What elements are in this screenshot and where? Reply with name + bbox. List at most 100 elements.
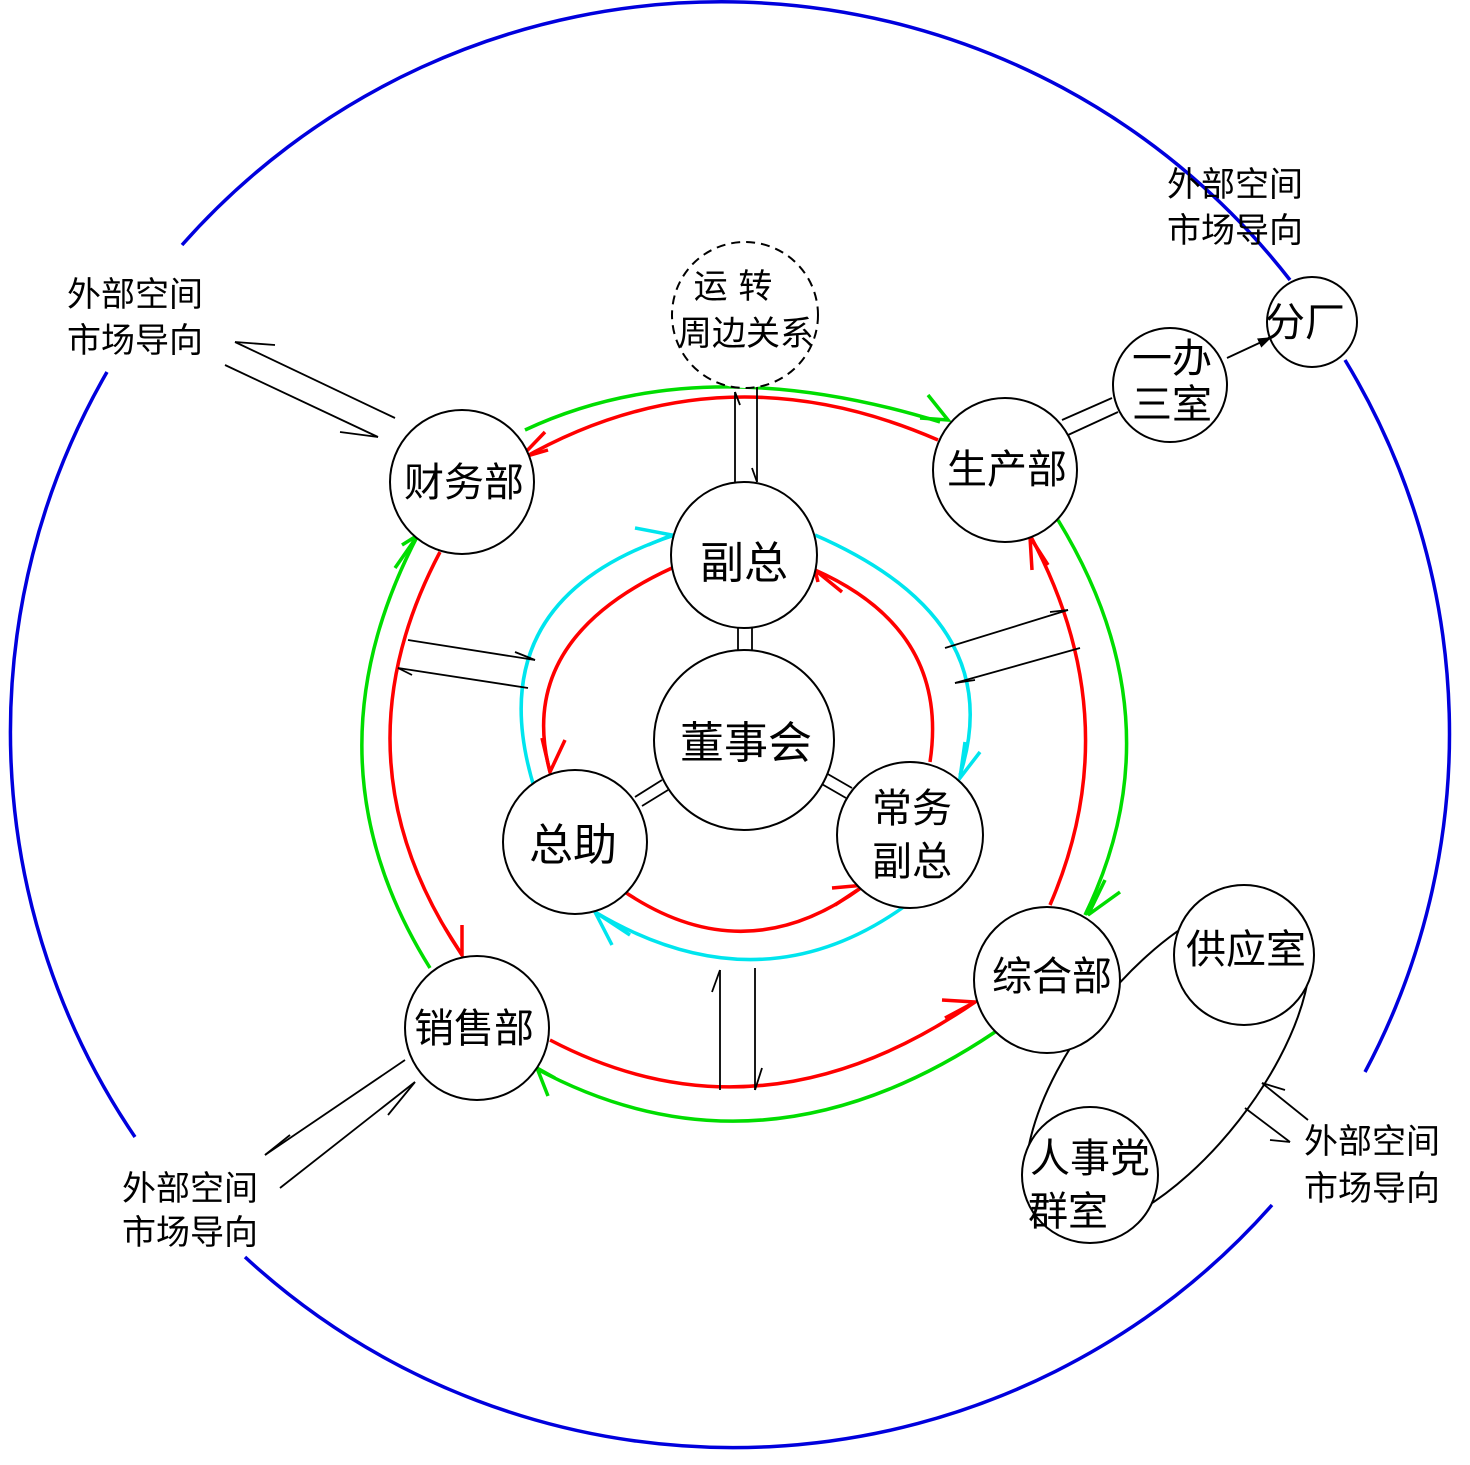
arrowhead-red-left: [443, 925, 464, 962]
connector-ops-vice-a-head: [734, 391, 741, 406]
external-top-right: 外部空间 市场导向: [1167, 165, 1303, 251]
node-finance-label: 财务部: [404, 460, 524, 506]
external-top-left-line1: 外部空间: [67, 275, 203, 315]
connector-left-b: [397, 667, 529, 689]
node-operations-line1: 运 转: [694, 267, 773, 307]
node-gm-assistant[interactable]: 总助: [502, 769, 648, 915]
node-finance[interactable]: 财务部: [389, 409, 535, 555]
connector-office-branch: [1226, 337, 1272, 359]
arrowhead-green-bottom: [533, 1064, 556, 1097]
connector-prod-office-a: [1061, 397, 1113, 421]
node-branch-circle: [1266, 276, 1358, 368]
node-office[interactable]: 一办 三室: [1112, 327, 1228, 443]
connector-bottom-a-head: [711, 969, 721, 993]
node-hr-party[interactable]: 人事党 群室: [1021, 1106, 1159, 1244]
node-operations-circle: [671, 241, 819, 389]
connector-board-exec-b: [819, 782, 847, 799]
external-top-left-line2: 市场导向: [67, 321, 203, 361]
node-office-line2: 三室: [1132, 382, 1212, 428]
flow-red-left: [388, 551, 464, 956]
flow-green-bottom: [534, 1030, 996, 1123]
external-bottom-right-line1: 外部空间: [1304, 1122, 1440, 1162]
node-production-label: 生产部: [947, 447, 1067, 493]
node-general[interactable]: 综合部: [973, 906, 1121, 1054]
node-board[interactable]: 董事会: [653, 649, 835, 831]
connector-right-a-head: [1049, 609, 1069, 613]
node-board-label: 董事会: [680, 718, 812, 769]
node-branch-label: 分厂: [1265, 300, 1345, 346]
outer-ring-arc-left: [8, 371, 137, 1138]
arrowhead-cyan-right: [957, 741, 982, 785]
external-bottom-left: 外部空间 市场导向: [122, 1169, 258, 1253]
connector-left-b-head: [397, 667, 413, 676]
external-top-left: 外部空间 市场导向: [67, 275, 203, 361]
node-exec-vice-gm-line1: 常务: [872, 786, 952, 832]
node-sales-label: 销售部: [414, 1006, 534, 1052]
connector-left-a-head: [514, 651, 536, 661]
node-board-circle: [653, 649, 835, 831]
node-supply[interactable]: 供应室: [1173, 884, 1315, 1026]
connector-sales-ext-a-head: [264, 1134, 291, 1156]
node-finance-circle: [389, 409, 535, 555]
arrowhead-red-bottom: [941, 998, 982, 1020]
flow-cyan-left: [519, 533, 676, 791]
flow-green-left: [360, 534, 432, 969]
node-office-circle: [1112, 327, 1228, 443]
node-hr-party-circle: [1021, 1106, 1159, 1244]
external-bottom-right: 外部空间 市场导向: [1304, 1122, 1440, 1209]
connector-board-exec-a: [825, 772, 853, 789]
node-supply-label: 供应室: [1186, 927, 1306, 973]
node-gm-assistant-circle: [502, 769, 648, 915]
connector-board-assist-b: [641, 789, 669, 807]
connector-ops-vice-b-head: [751, 467, 758, 483]
connector-ext-tl-a-head: [234, 341, 276, 346]
connector-sales-ext-b-head: [387, 1081, 416, 1116]
flow-red-inner-left: [541, 566, 673, 773]
connectors: [224, 337, 1309, 1189]
outer-ring-arc-right: [1343, 359, 1452, 1073]
flow-cyan-bottom: [594, 904, 907, 962]
arrowhead-green-top: [919, 393, 952, 423]
connector-ext-tl-b-head: [339, 431, 379, 438]
connector-sales-ext-a: [264, 1059, 406, 1156]
node-production-circle: [932, 397, 1078, 543]
node-vice-gm-label: 副总: [700, 538, 788, 589]
node-sales[interactable]: 销售部: [404, 955, 550, 1101]
node-operations-line2: 周边关系: [678, 314, 814, 354]
connector-right-a: [944, 609, 1069, 649]
connector-bottom-b-head: [754, 1067, 763, 1091]
flow-red-inner-bottom: [621, 883, 867, 933]
connector-right-b: [954, 647, 1081, 684]
connector-board-assist-a: [634, 779, 663, 798]
arrowhead-cyan-left: [634, 526, 679, 547]
flow-red-inner-right: [814, 568, 935, 763]
connector-ext-br-b-head: [1269, 1139, 1291, 1143]
flow-red-right: [1028, 534, 1088, 906]
node-gm-assistant-label: 总助: [529, 820, 617, 871]
outer-ring-arc-top: [180, 0, 1292, 282]
node-branch[interactable]: 分厂: [1265, 276, 1358, 368]
external-bottom-left-line2: 市场导向: [122, 1213, 258, 1253]
flow-green-right: [1056, 519, 1129, 916]
external-bottom-left-line1: 外部空间: [122, 1169, 258, 1209]
node-sales-circle: [404, 955, 550, 1101]
flow-cyan-right: [814, 533, 972, 776]
node-general-label: 综合部: [992, 954, 1112, 1000]
node-general-circle: [973, 906, 1121, 1054]
node-vice-gm[interactable]: 副总: [670, 481, 818, 629]
node-exec-vice-gm-circle: [836, 761, 984, 909]
node-operations[interactable]: 运 转 周边关系: [671, 241, 819, 389]
node-hr-party-line2: 群室: [1028, 1189, 1108, 1235]
node-production[interactable]: 生产部: [932, 397, 1078, 543]
arrowhead-red-inner-left: [540, 737, 567, 778]
node-supply-circle: [1173, 884, 1315, 1026]
outer-ring-arc-bottom: [243, 1203, 1274, 1450]
connector-left-a: [407, 639, 536, 661]
external-top-right-line1: 外部空间: [1167, 165, 1303, 205]
node-exec-vice-gm[interactable]: 常务 副总: [836, 761, 984, 909]
flow-red-top: [519, 395, 939, 462]
arrowhead-green-left: [393, 533, 420, 570]
arrowhead-green-right: [1086, 879, 1122, 917]
node-office-line1: 一办: [1132, 336, 1212, 382]
